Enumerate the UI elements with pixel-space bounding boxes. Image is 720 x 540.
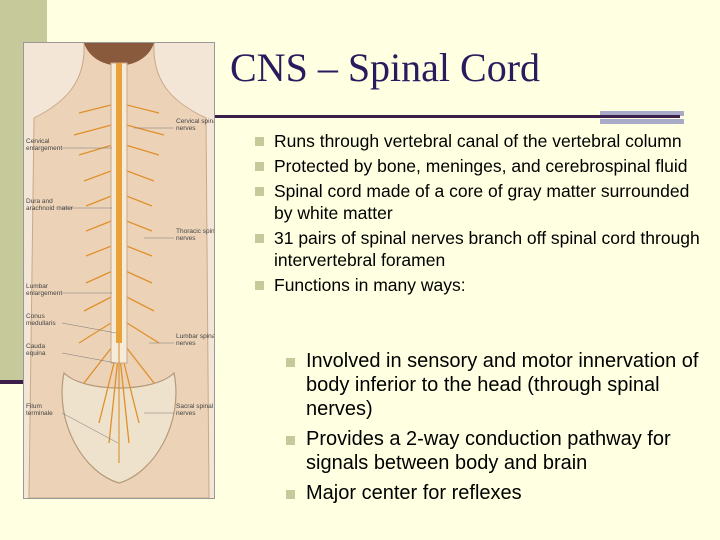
illustration-label-right: Sacral spinal xyxy=(176,403,214,410)
main-bullet-list: Runs through vertebral canal of the vert… xyxy=(255,130,710,299)
illustration-label-right: nerves xyxy=(176,235,196,242)
illustration-label-right: Thoracic spinal xyxy=(176,228,214,235)
illustration-label-left: enlargement xyxy=(26,145,62,152)
sub-bullet-list: Involved in sensory and motor innervatio… xyxy=(286,349,706,511)
illustration-label-right: nerves xyxy=(176,340,196,347)
bullet-item: Protected by bone, meninges, and cerebro… xyxy=(255,155,710,177)
title-rule-shadow xyxy=(600,111,684,116)
bullet-item: Functions in many ways: xyxy=(255,274,710,296)
illustration-label-right: nerves xyxy=(176,125,196,132)
illustration-label-left: terminale xyxy=(26,410,53,417)
bullet-square-icon xyxy=(255,137,264,146)
bullet-square-icon xyxy=(286,358,295,367)
bullet-square-icon xyxy=(255,281,264,290)
illustration-label-left: arachnoid mater xyxy=(26,205,74,212)
illustration-label-right: Lumbar spinal xyxy=(176,333,214,340)
bullet-square-icon xyxy=(286,436,295,445)
illustration-label-left: Conus xyxy=(26,313,46,320)
illustration-label-right: nerves xyxy=(176,410,196,417)
bullet-square-icon xyxy=(255,234,264,243)
illustration-label-left: medullaris xyxy=(26,320,56,327)
bullet-square-icon xyxy=(255,187,264,196)
bullet-item: Runs through vertebral canal of the vert… xyxy=(255,130,710,152)
illustration-label-left: Cauda xyxy=(26,343,46,350)
title-rule-shadow-lower xyxy=(600,119,684,124)
illustration-label-left: Filum xyxy=(26,403,42,410)
illustration-label-left: Dura and xyxy=(26,198,53,205)
bullet-square-icon xyxy=(286,490,295,499)
illustration-label-left: equina xyxy=(26,350,46,357)
illustration-label-left: Cervical xyxy=(26,138,50,145)
sub-bullet-item: Involved in sensory and motor innervatio… xyxy=(286,349,706,421)
bullet-square-icon xyxy=(255,162,264,171)
illustration-label-left: Lumbar xyxy=(26,283,49,290)
illustration-label-right: Cervical spinal xyxy=(176,118,214,125)
sub-bullet-item: Provides a 2-way conduction pathway for … xyxy=(286,427,706,475)
sub-bullet-item: Major center for reflexes xyxy=(286,481,706,505)
left-accent-rule xyxy=(0,380,42,384)
illustration-label-left: enlargement xyxy=(26,290,62,297)
bullet-item: 31 pairs of spinal nerves branch off spi… xyxy=(255,227,710,271)
bullet-item: Spinal cord made of a core of gray matte… xyxy=(255,180,710,224)
slide-title: CNS – Spinal Cord xyxy=(230,45,541,90)
title-rule xyxy=(215,115,680,118)
